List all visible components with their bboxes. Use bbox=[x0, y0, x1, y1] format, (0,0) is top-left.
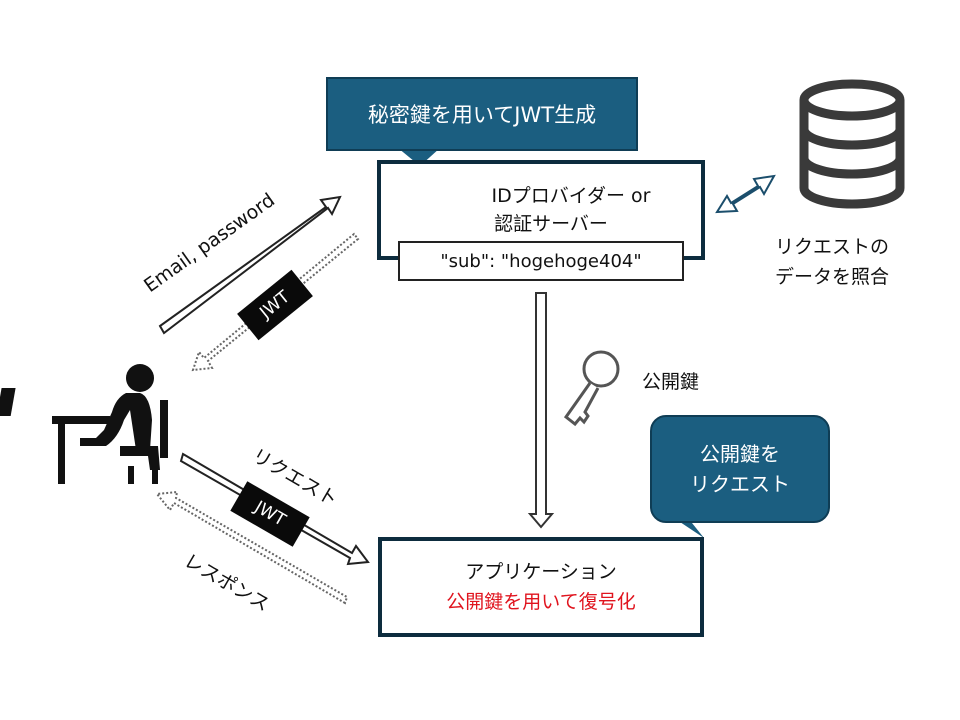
database-icon bbox=[799, 79, 905, 209]
request-public-key-line1: 公開鍵を bbox=[700, 442, 780, 466]
callout-tail-top bbox=[398, 148, 440, 166]
public-key-icon bbox=[563, 350, 620, 427]
secret-key-callout-text: 秘密鍵を用いてJWT生成 bbox=[367, 103, 597, 127]
claim-text: "sub": "hogehoge404" bbox=[440, 250, 642, 272]
db-sync-arrow bbox=[715, 174, 776, 214]
application-title: アプリケーション bbox=[465, 561, 617, 583]
claim-box: "sub": "hogehoge404" bbox=[398, 241, 684, 281]
request-public-key-line2: リクエスト bbox=[690, 472, 790, 496]
application-decrypt-text: 公開鍵を用いて復号化 bbox=[446, 591, 636, 613]
callout-tail-right bbox=[674, 518, 704, 538]
application-box: アプリケーション 公開鍵を用いて復号化 bbox=[378, 537, 704, 637]
public-key-label: 公開鍵 bbox=[642, 371, 700, 393]
database-label: リクエストの データを照合 bbox=[756, 232, 908, 292]
secret-key-callout: 秘密鍵を用いてJWT生成 bbox=[326, 77, 638, 151]
user-at-desk-icon bbox=[0, 364, 168, 484]
database-label-line2: データを照合 bbox=[774, 266, 889, 288]
flow-arrow-down bbox=[527, 292, 555, 529]
id-provider-line2: 認証サーバー bbox=[494, 213, 608, 235]
request-public-key-callout: 公開鍵を リクエスト bbox=[650, 415, 830, 523]
database-label-line1: リクエストの bbox=[774, 236, 889, 258]
credentials-arrow bbox=[158, 195, 342, 335]
request-jwt-label: JWT bbox=[251, 497, 289, 531]
id-provider-line1: IDプロバイダー or bbox=[491, 185, 651, 207]
response-arrow bbox=[155, 490, 349, 605]
